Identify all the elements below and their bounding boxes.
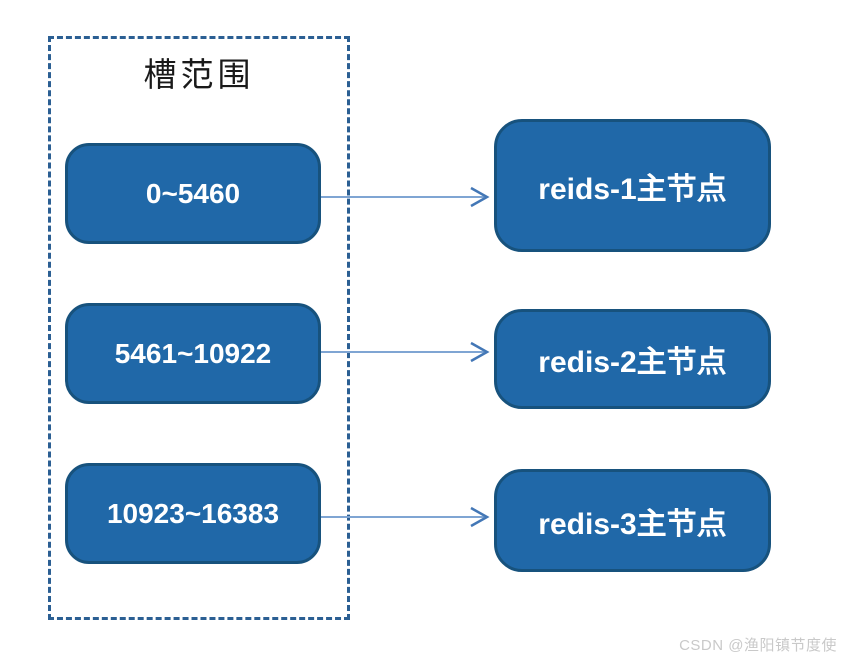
master-node-label-2: redis-2主节点 bbox=[538, 346, 727, 379]
master-node-box-2: redis-2主节点 bbox=[494, 309, 771, 409]
master-node-label-1: reids-1主节点 bbox=[538, 172, 727, 206]
master-node-label-3: redis-3主节点 bbox=[538, 507, 727, 541]
watermark: CSDN @渔阳镇节度使 bbox=[679, 637, 837, 654]
slot-range-title: 槽范围 bbox=[143, 55, 255, 94]
master-node-box-1: reids-1主节点 bbox=[494, 119, 771, 252]
slot-range-box-2: 5461~10922 bbox=[65, 303, 321, 404]
master-node-box-3: redis-3主节点 bbox=[494, 469, 771, 572]
slot-range-box-1: 0~5460 bbox=[65, 143, 321, 244]
slot-range-label-3: 10923~16383 bbox=[106, 497, 280, 529]
arrow-icon-3 bbox=[321, 506, 490, 528]
arrow-icon-2 bbox=[321, 341, 490, 363]
slot-range-label-2: 5461~10922 bbox=[114, 337, 272, 369]
slot-range-box-3: 10923~16383 bbox=[65, 463, 321, 564]
slot-range-panel bbox=[48, 36, 350, 620]
arrow-icon-1 bbox=[321, 186, 490, 208]
slot-range-label-1: 0~5460 bbox=[145, 177, 241, 209]
